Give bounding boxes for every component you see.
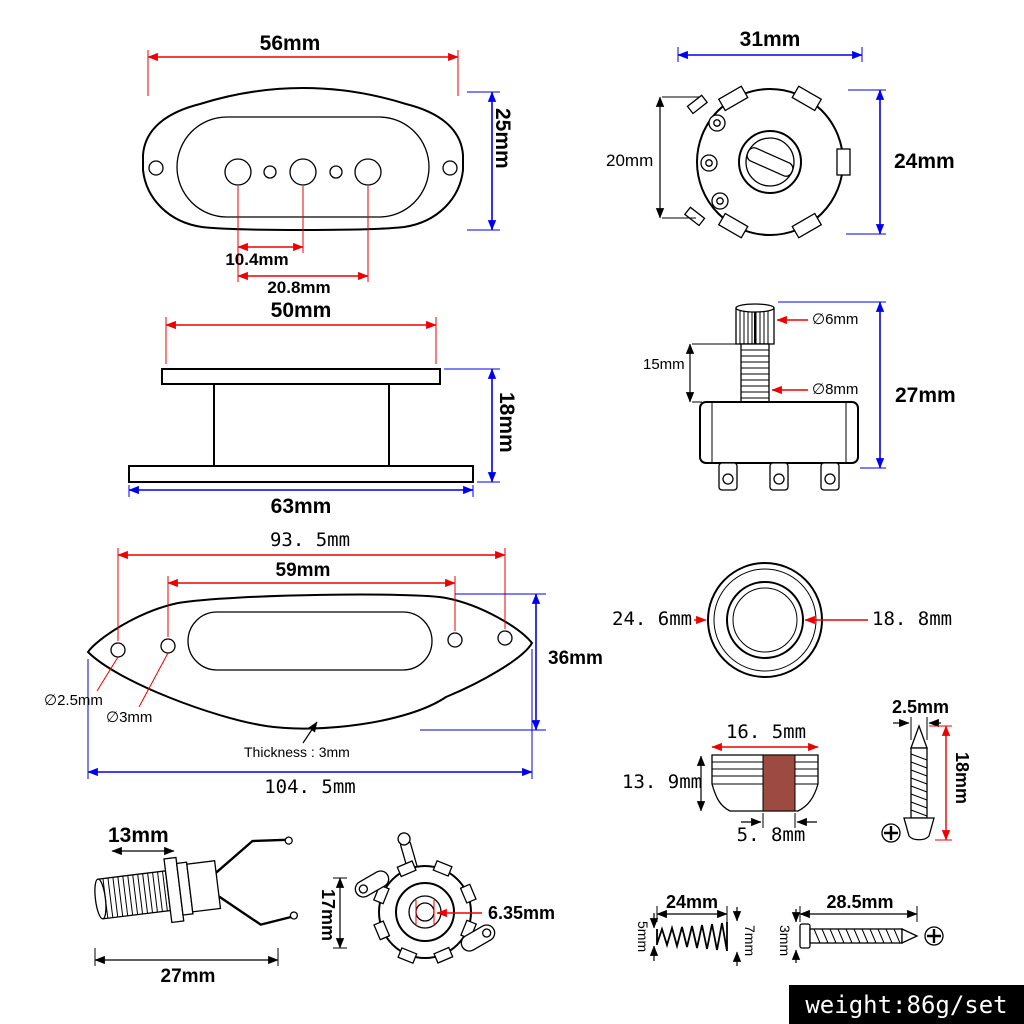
ferrule-height-label: 13. 9mm	[622, 771, 703, 793]
pole-span-label: 20.8mm	[267, 278, 331, 297]
pot-shaft-diameter-label: ∅6mm	[812, 311, 859, 328]
ferrule-hole-diameter-label: 5. 8mm	[736, 824, 806, 846]
knob-inner-diameter-label: 18. 8mm	[872, 608, 953, 630]
plate-small-hole-label: ∅2.5mm	[44, 692, 103, 709]
pickup-side-base-width-label: 63mm	[270, 495, 332, 518]
plate-large-hole-label: ∅3mm	[106, 709, 153, 726]
plate-inner-span-label: 59mm	[275, 560, 331, 581]
small-screw-diameter-label: 2.5mm	[892, 697, 950, 717]
control-plate-view	[86, 548, 546, 779]
plate-outer-span-label: 93. 5mm	[269, 529, 351, 551]
pot-height-label: 27mm	[895, 384, 956, 407]
potentiometer-view	[685, 301, 886, 491]
pot-thread-length-label: 15mm	[643, 356, 685, 373]
spring-small-end-label: 5mm	[635, 921, 651, 953]
pickup-side-top-width-label: 50mm	[270, 299, 332, 322]
tuner-left-height-label: 20mm	[606, 151, 654, 170]
output-jack-view	[94, 836, 299, 966]
tuner-height-label: 24mm	[894, 150, 955, 173]
pot-thread-diameter-label: ∅8mm	[812, 381, 859, 398]
tuner-top-view	[655, 47, 886, 239]
knob-top-view	[694, 562, 868, 678]
pickup-side-height-label: 18mm	[495, 392, 518, 453]
switch-height-label: 17mm	[318, 889, 338, 942]
knob-outer-diameter-label: 24. 6mm	[612, 608, 693, 630]
weight-text: weight:86g/set	[805, 990, 1008, 1019]
spring-view	[649, 906, 742, 966]
pickup-top-view	[142, 50, 500, 282]
pole-spacing-label: 10.4mm	[225, 250, 289, 269]
switch-view	[333, 832, 496, 965]
weight-banner: weight:86g/set	[789, 985, 1024, 1024]
spring-large-end-label: 7mm	[742, 925, 758, 957]
spring-length-label: 24mm	[665, 892, 719, 912]
ferrule-top-diameter-label: 16. 5mm	[725, 721, 807, 743]
jack-diameter-label: 13mm	[108, 824, 169, 847]
pickup-width-label: 56mm	[259, 32, 321, 55]
ferrule-view	[696, 742, 819, 828]
tuner-width-label: 31mm	[739, 28, 801, 51]
pickup-side-view	[128, 317, 500, 497]
long-screw-diameter-label: 3mm	[777, 925, 793, 957]
pickup-height-label: 25mm	[491, 108, 514, 169]
small-screw-length-label: 18mm	[952, 752, 972, 805]
jack-length-label: 27mm	[160, 966, 216, 987]
plate-width-label: 36mm	[548, 648, 603, 669]
small-screw-view	[881, 717, 952, 843]
long-screw-view	[791, 906, 944, 963]
plate-thickness-label: Thickness : 3mm	[244, 744, 350, 760]
long-screw-length-label: 28.5mm	[826, 892, 894, 912]
plate-total-length-label: 104. 5mm	[264, 776, 356, 798]
switch-hole-diameter-label: 6.35mm	[488, 903, 556, 923]
